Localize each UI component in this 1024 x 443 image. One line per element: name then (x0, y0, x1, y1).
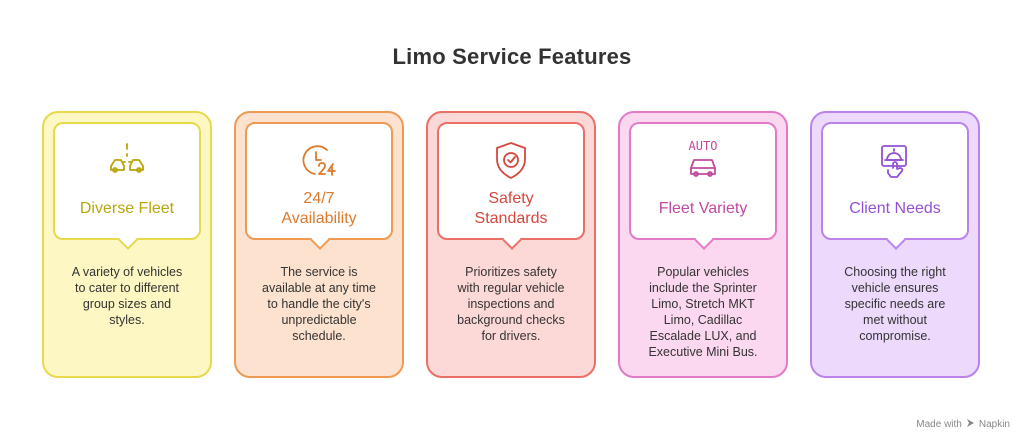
card-description-line: available at any time (262, 281, 376, 295)
page-title: Limo Service Features (392, 44, 632, 69)
napkin-logo-icon (966, 418, 975, 431)
diverse-fleet-icon (55, 138, 199, 182)
card-description: A variety of vehicles to cater to differ… (56, 264, 198, 328)
card-header-box: Safety Standards (437, 122, 585, 250)
card-heading-line: Fleet Variety (658, 200, 748, 217)
feature-card-fleet-variety: AUTO Fleet Variety Popular vehicles incl… (618, 111, 788, 378)
card-heading: Fleet Variety (635, 184, 771, 234)
card-heading-line: Standards (474, 210, 548, 227)
card-description-line: Prioritizes safety (465, 265, 557, 279)
card-heading-lines: Client Needs (849, 199, 941, 219)
card-description-line: Popular vehicles (657, 265, 749, 279)
card-header-box: 24/7 Availability (245, 122, 393, 250)
card-description: Choosing the right vehicle ensures speci… (824, 264, 966, 344)
card-header-box: AUTO Fleet Variety (629, 122, 777, 250)
card-description-line: specific needs are (844, 297, 946, 311)
card-heading: 24/7 Availability (251, 184, 387, 234)
card-description-line: group sizes and (82, 297, 172, 311)
card-heading: Safety Standards (443, 184, 579, 234)
feature-card-safety: Safety Standards Prioritizes safety with… (426, 111, 596, 378)
card-description-line: for drivers. (481, 329, 541, 343)
card-description: The service is available at any time to … (248, 264, 390, 344)
card-heading-line: 24/7 (303, 190, 335, 207)
card-description-line: background checks (457, 313, 565, 327)
client-service-icon (823, 138, 967, 182)
card-description-line: include the Sprinter (649, 281, 757, 295)
card-description-line: styles. (109, 313, 145, 327)
clock-24-icon (247, 138, 391, 182)
card-heading-lines: Diverse Fleet (80, 199, 174, 219)
card-description-line: to handle the city's (267, 297, 371, 311)
card-description-line: Choosing the right (844, 265, 946, 279)
feature-card-diverse-fleet: Diverse Fleet A variety of vehicles to c… (42, 111, 212, 378)
card-description-line: compromise. (859, 329, 931, 343)
card-description-line: inspections and (467, 297, 555, 311)
watermark-brand: Napkin (978, 419, 1010, 430)
card-description: Prioritizes safety with regular vehicle … (440, 264, 582, 344)
feature-card-client-needs: Client Needs Choosing the right vehicle … (810, 111, 980, 378)
card-description-line: The service is (280, 265, 358, 279)
card-heading-lines: Safety Standards (475, 189, 548, 229)
napkin-watermark: Made with Napkin (916, 418, 1010, 431)
card-description: Popular vehicles include the Sprinter Li… (632, 264, 774, 360)
auto-car-icon: AUTO (631, 138, 775, 182)
card-heading: Diverse Fleet (59, 184, 195, 234)
card-heading-lines: 24/7 Availability (281, 189, 356, 229)
card-heading: Client Needs (827, 184, 963, 234)
watermark-prefix: Made with (916, 419, 962, 430)
card-heading-lines: Fleet Variety (659, 199, 748, 219)
card-description-line: schedule. (292, 329, 346, 343)
card-header-box: Diverse Fleet (53, 122, 201, 250)
card-heading-line: Diverse Fleet (79, 200, 175, 217)
card-description-line: Limo, Cadillac (663, 313, 743, 327)
card-description-line: unpredictable (281, 313, 357, 327)
auto-label: AUTO (689, 139, 718, 153)
card-description-line: met without (863, 313, 927, 327)
feature-card-availability: 24/7 Availability The service is availab… (234, 111, 404, 378)
card-description-line: Limo, Stretch MKT (651, 297, 755, 311)
card-description-line: vehicle ensures (851, 281, 939, 295)
shield-check-icon (439, 138, 583, 182)
card-description-line: to cater to different (75, 281, 179, 295)
card-heading-line: Client Needs (849, 200, 941, 217)
card-description-line: A variety of vehicles (71, 265, 183, 279)
card-heading-line: Availability (281, 210, 357, 227)
card-description-line: Escalade LUX, and (649, 329, 757, 343)
card-description-line: Executive Mini Bus. (648, 345, 758, 359)
card-description-line: with regular vehicle (457, 281, 565, 295)
card-heading-line: Safety (488, 190, 534, 207)
card-header-box: Client Needs (821, 122, 969, 250)
